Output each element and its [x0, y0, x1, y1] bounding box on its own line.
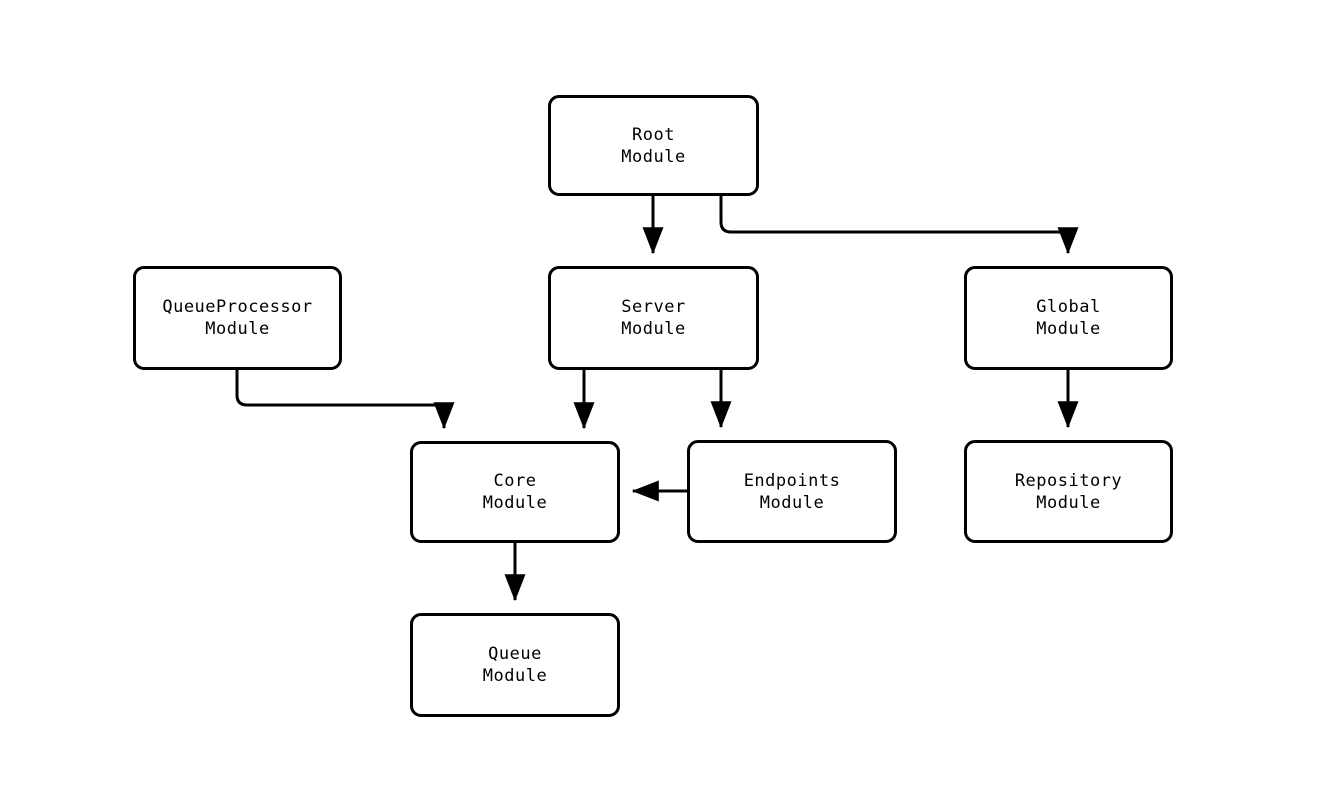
edge-root-global [719, 196, 1079, 255]
node-core-module[interactable]: Core Module [410, 441, 620, 543]
edge-queueprocessor-core [235, 370, 455, 430]
node-endpoints-module-label: Endpoints Module [743, 470, 841, 513]
node-repository-module-label: Repository Module [1014, 470, 1123, 513]
node-global-module-label: Global Module [1036, 297, 1101, 339]
node-server-module[interactable]: Server Module [548, 266, 759, 370]
node-queue-module-label: Queue Module [482, 644, 548, 686]
node-root-module[interactable]: Root Module [548, 95, 759, 196]
node-queueprocessor-module-label: QueueProcessor Module [162, 297, 313, 339]
node-endpoints-module[interactable]: Endpoints Module [687, 440, 897, 543]
node-queueprocessor-module[interactable]: QueueProcessor Module [133, 266, 342, 370]
node-queue-module[interactable]: Queue Module [410, 613, 620, 717]
node-global-module[interactable]: Global Module [964, 266, 1173, 370]
node-server-module-label: Server Module [621, 297, 686, 339]
node-core-module-label: Core Module [482, 471, 548, 513]
node-root-module-label: Root Module [621, 124, 686, 167]
node-repository-module[interactable]: Repository Module [964, 440, 1173, 543]
